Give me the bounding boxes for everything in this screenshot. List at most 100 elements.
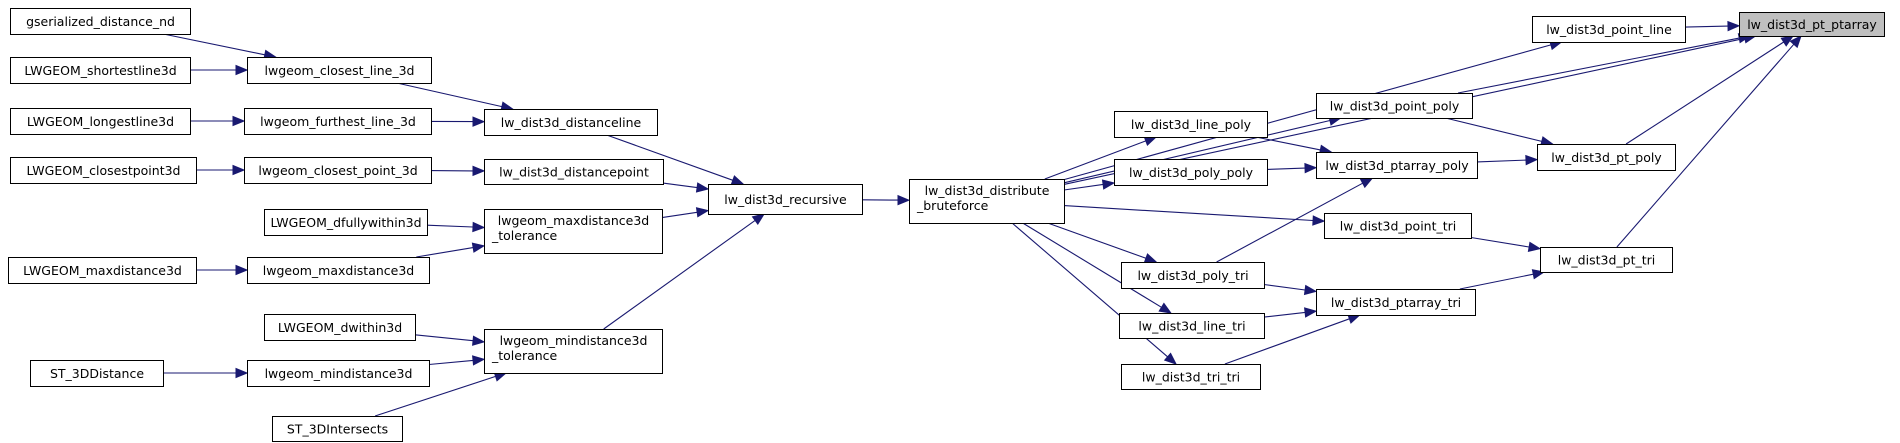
- node-shortest[interactable]: LWGEOM_shortestline3d: [10, 57, 191, 84]
- node-box: [30, 360, 164, 387]
- node-pt-line[interactable]: lw_dist3d_point_line: [1532, 16, 1686, 43]
- arrowhead-n_brute-to-n_poly_poly: [1101, 179, 1116, 190]
- node-closestpoint3d[interactable]: LWGEOM_closestpoint3d: [10, 157, 197, 184]
- node-label: lw_dist3d_poly_poly: [1129, 165, 1254, 180]
- node-box: [1114, 159, 1268, 186]
- node-ptarray-tri[interactable]: lw_dist3d_ptarray_tri: [1316, 289, 1476, 316]
- node-ptarray[interactable]: lw_dist3d_pt_ptarray: [1739, 12, 1885, 37]
- node-label: lw_dist3d_pt_ptarray: [1747, 17, 1877, 32]
- node-closest-line[interactable]: lwgeom_closest_line_3d: [247, 57, 432, 84]
- node-furthest-line[interactable]: lwgeom_furthest_line_3d: [244, 108, 432, 135]
- edge-n_line_tri-to-n_ptarray_tri: [1263, 311, 1306, 318]
- node-box: [244, 157, 432, 184]
- node-ptarray-poly[interactable]: lw_dist3d_ptarray_poly: [1316, 152, 1478, 179]
- node-box: [10, 157, 197, 184]
- node-pt-tri[interactable]: lw_dist3d_pt_tri: [1540, 247, 1673, 273]
- node-box: [247, 360, 430, 387]
- edge-n_maxtol-to-n_recursive: [661, 211, 698, 219]
- node-poly-tri[interactable]: lw_dist3d_poly_tri: [1121, 262, 1265, 289]
- arrowhead-n_maxtol-to-n_recursive: [695, 207, 710, 218]
- node-label: lw_dist3d_distribute: [925, 183, 1050, 198]
- arrowhead-n_pt_line-to-n_ptarray: [1727, 20, 1741, 32]
- node-closest-point[interactable]: lwgeom_closest_point_3d: [244, 157, 432, 184]
- node-mindist3d[interactable]: lwgeom_mindistance3d: [247, 360, 430, 387]
- node-brute[interactable]: lw_dist3d_distribute_bruteforce: [909, 179, 1065, 224]
- node-label: _bruteforce: [916, 198, 989, 213]
- node-gser[interactable]: gserialized_distance_nd: [10, 8, 191, 35]
- node-box: [909, 179, 1065, 224]
- edge-n_brute-to-n_poly_tri: [1047, 222, 1147, 259]
- edge-n_gser-to-n_closest_line: [163, 33, 265, 56]
- node-st3ddistance[interactable]: ST_3DDistance: [30, 360, 164, 387]
- node-label: lw_dist3d_pt_poly: [1551, 150, 1662, 165]
- node-label: LWGEOM_closestpoint3d: [26, 163, 180, 178]
- node-maxdist3d[interactable]: lwgeom_maxdistance3d: [247, 257, 430, 284]
- node-st3dintersects[interactable]: ST_3DIntersects: [272, 416, 403, 442]
- node-box: [10, 57, 191, 84]
- arrowhead-n_brute-to-n_tri_tri: [1163, 352, 1178, 365]
- edge-n_point_poly-to-n_pt_poly: [1445, 117, 1542, 142]
- arrowhead-n_ptarray_poly-to-n_pt_poly: [1525, 154, 1539, 166]
- node-dwithin[interactable]: LWGEOM_dwithin3d: [264, 314, 416, 341]
- node-point-tri[interactable]: lw_dist3d_point_tri: [1324, 213, 1472, 239]
- edge-n_brute-to-n_line_poly: [1044, 140, 1146, 180]
- nodes-layer: lw_dist3d_pt_ptarray lw_dist3d_point_line…: [8, 8, 1885, 442]
- node-label: lw_dist3d_point_poly: [1330, 98, 1460, 113]
- node-distancepoint[interactable]: lw_dist3d_distancepoint: [484, 159, 664, 185]
- arrowhead-n_pt_tri-to-n_ptarray: [1789, 35, 1802, 49]
- node-mintol[interactable]: lwgeom_mindistance3d_tolerance: [484, 329, 663, 374]
- node-label: lw_dist3d_distanceline: [501, 115, 642, 130]
- node-box: [272, 416, 403, 442]
- arrowhead-n_closestpoint3d-to-n_closest_point: [232, 164, 246, 176]
- edge-n_dfully-to-n_maxtol: [426, 224, 474, 228]
- edge-n_brute-to-n_point_tri: [1063, 205, 1314, 222]
- edge-n_maxdist3d-to-n_maxtol: [416, 247, 474, 258]
- node-label: lwgeom_maxdistance3d: [263, 263, 414, 278]
- node-box: [1540, 247, 1673, 273]
- arrowhead-n_poly_tri-to-n_ptarray_tri: [1303, 284, 1318, 296]
- node-label: lw_dist3d_ptarray_poly: [1325, 158, 1469, 173]
- node-box: [1114, 111, 1268, 138]
- node-distanceline[interactable]: lw_dist3d_distanceline: [484, 109, 658, 136]
- node-poly-poly[interactable]: lw_dist3d_poly_poly: [1114, 159, 1268, 186]
- arrowhead-n_dfully-to-n_maxtol: [472, 221, 486, 233]
- node-label: _tolerance: [491, 228, 558, 243]
- node-box: [1119, 313, 1265, 339]
- arrowhead-n_furthest_line-to-n_distanceline: [472, 116, 486, 127]
- node-maxtol[interactable]: lwgeom_maxdistance3d_tolerance: [484, 209, 663, 254]
- node-dfully[interactable]: LWGEOM_dfullywithin3d: [264, 209, 428, 236]
- edge-n_distanceline-to-n_recursive: [606, 134, 734, 181]
- arrowhead-n_poly_poly-to-n_ptarray_poly: [1304, 162, 1318, 174]
- node-label: gserialized_distance_nd: [26, 14, 175, 29]
- node-point-poly[interactable]: lw_dist3d_point_poly: [1316, 93, 1473, 119]
- node-line-poly[interactable]: lw_dist3d_line_poly: [1114, 111, 1268, 138]
- node-box: [484, 329, 663, 374]
- edge-n_dwithin-to-n_mintol: [414, 334, 474, 342]
- edge-n_brute-to-n_line_tri: [1022, 222, 1162, 308]
- edge-n_brute-to-n_pt_line: [1063, 44, 1552, 181]
- edge-n_point_tri-to-n_pt_tri: [1470, 236, 1530, 248]
- node-tri-tri[interactable]: lw_dist3d_tri_tri: [1121, 364, 1261, 390]
- arrowhead-n_brute-to-n_point_tri: [1312, 215, 1326, 226]
- node-label: lw_dist3d_line_poly: [1131, 117, 1252, 132]
- node-box: [8, 257, 197, 284]
- arrowhead-n_shortest-to-n_closest_line: [235, 64, 249, 76]
- node-label: lwgeom_maxdistance3d: [498, 213, 649, 228]
- node-pt-poly[interactable]: lw_dist3d_pt_poly: [1537, 144, 1676, 171]
- node-label: lwgeom_closest_point_3d: [258, 163, 417, 178]
- node-label: lw_dist3d_line_tri: [1138, 318, 1245, 333]
- node-label: lwgeom_closest_line_3d: [265, 63, 415, 78]
- node-line-tri[interactable]: lw_dist3d_line_tri: [1119, 313, 1265, 339]
- node-box: [247, 257, 430, 284]
- arrowhead-n_dwithin-to-n_mintol: [472, 335, 486, 346]
- node-box: [484, 209, 663, 254]
- node-box: [484, 159, 664, 185]
- node-label: lw_dist3d_point_tri: [1340, 218, 1457, 233]
- arrowhead-n_closest_point-to-n_distancepoint: [472, 165, 486, 177]
- node-maxdistance3d-sql[interactable]: LWGEOM_maxdistance3d: [8, 257, 197, 284]
- node-label: lw_dist3d_poly_tri: [1137, 268, 1248, 283]
- edge-n_tri_tri-to-n_ptarray_tri: [1224, 318, 1350, 365]
- node-recursive[interactable]: lw_dist3d_recursive: [708, 184, 863, 215]
- edge-n_pt_line-to-n_ptarray: [1684, 25, 1729, 28]
- node-longest[interactable]: LWGEOM_longestline3d: [10, 108, 191, 135]
